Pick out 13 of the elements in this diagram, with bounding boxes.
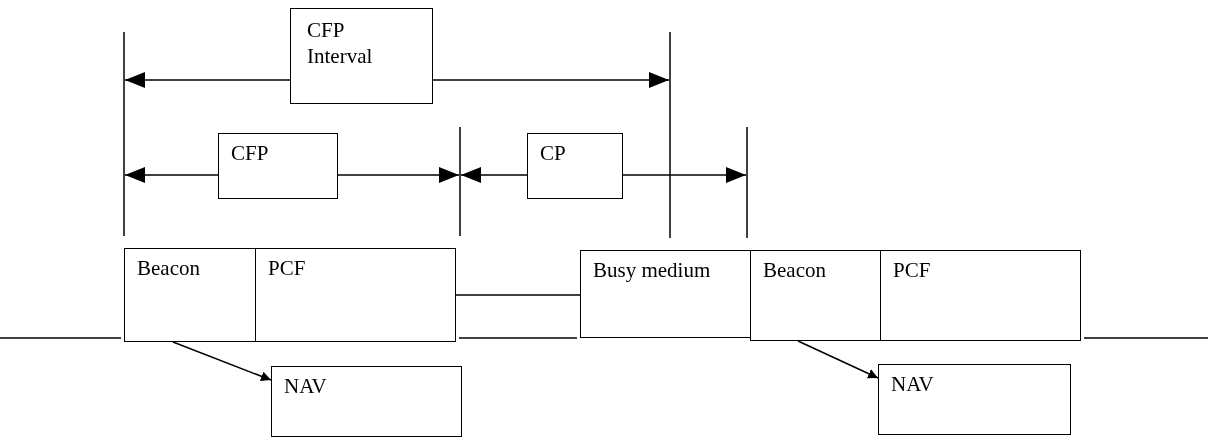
pcf-frame: PCF	[255, 248, 456, 342]
period-label-box: CFP	[218, 133, 338, 199]
beacon-frame: Beacon	[124, 248, 256, 342]
period-label-box: CP	[527, 133, 623, 199]
arrow	[797, 340, 879, 379]
busy-medium-frame: Busy medium	[580, 250, 751, 338]
nav-box: NAV	[271, 366, 462, 437]
interval-label-box: CFP Interval	[290, 8, 433, 104]
arrow	[172, 341, 272, 382]
nav-box: NAV	[878, 364, 1071, 435]
connector-line	[455, 294, 581, 296]
pcf-frame: PCF	[880, 250, 1081, 341]
beacon-frame: Beacon	[750, 250, 881, 341]
